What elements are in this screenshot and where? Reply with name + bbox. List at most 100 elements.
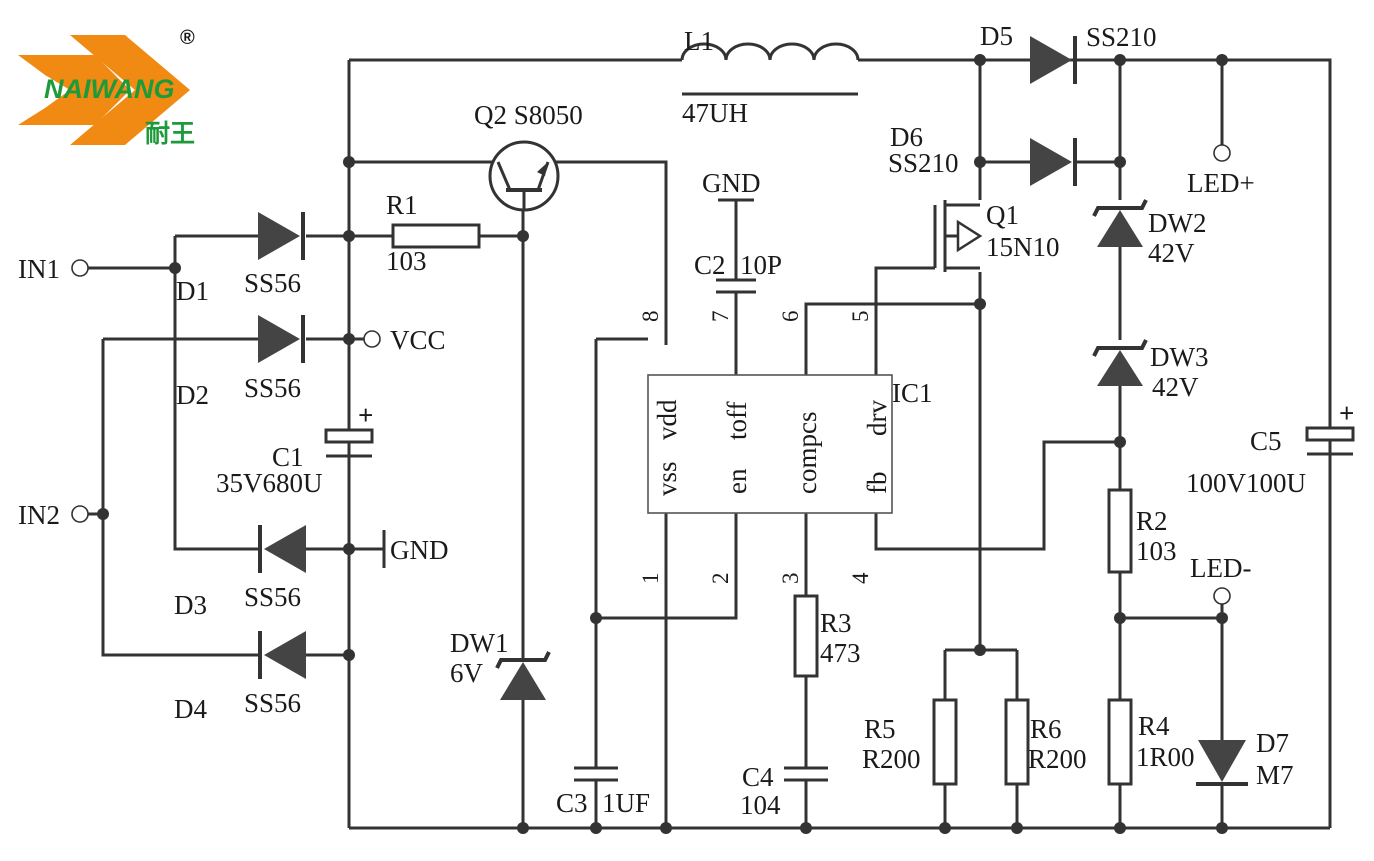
l1-ref: L1 xyxy=(684,26,714,56)
d1-value: SS56 xyxy=(244,268,301,298)
pin6-number: 6 xyxy=(778,311,803,323)
wires xyxy=(88,58,1332,830)
led-plus-terminal xyxy=(1213,144,1231,162)
capacitor-c2 xyxy=(716,278,756,294)
pin8-number: 8 xyxy=(638,311,663,323)
q1-ref: Q1 xyxy=(986,200,1019,230)
resistor-r2 xyxy=(1107,488,1133,574)
dw1-ref: DW1 xyxy=(450,628,508,658)
d1-ref: D1 xyxy=(176,276,209,306)
d5-ref: D5 xyxy=(980,21,1013,51)
r6-value: R200 xyxy=(1028,744,1087,774)
d6-ref: D6 xyxy=(890,122,923,152)
diodes: D1 SS56 D2 SS56 D3 SS56 D4 SS56 D5 SS210 xyxy=(174,21,1294,790)
r1-value: 103 xyxy=(386,246,427,276)
q2-ref: Q2 S8050 xyxy=(474,100,583,130)
terminals: IN1 IN2 VCC GND GND LED+ LED- xyxy=(18,144,1255,605)
c1-value: 35V680U xyxy=(216,468,323,498)
pin1-number: 1 xyxy=(638,573,663,585)
pin5-name: drv xyxy=(862,400,892,436)
dw3-value: 42V xyxy=(1152,372,1199,402)
diode-d7 xyxy=(1196,740,1248,786)
c4-ref: C4 xyxy=(742,762,774,792)
r3-value: 473 xyxy=(820,638,861,668)
diode-d4 xyxy=(258,631,306,679)
resistor-r5 xyxy=(932,698,958,786)
d2-ref: D2 xyxy=(176,380,209,410)
r2-ref: R2 xyxy=(1136,506,1168,536)
mosfet-q1: Q1 15N10 xyxy=(933,200,1060,272)
in1-label: IN1 xyxy=(18,254,60,284)
pin5-number: 5 xyxy=(848,311,873,323)
c3-value: 1UF xyxy=(602,788,650,818)
logo-arrow-lower xyxy=(18,90,130,125)
d7-ref: D7 xyxy=(1256,728,1289,758)
pin4-name: fb xyxy=(862,472,892,495)
in1-terminal xyxy=(71,259,89,277)
dw2-value: 42V xyxy=(1148,238,1195,268)
pin8-name: vdd xyxy=(652,399,682,440)
d4-value: SS56 xyxy=(244,688,301,718)
q1-value: 15N10 xyxy=(986,232,1060,262)
zeners: DW1 6V DW2 42V DW3 42V xyxy=(450,199,1208,700)
resistor-r6 xyxy=(1004,698,1030,786)
zener-dw3 xyxy=(1092,339,1148,386)
r6-ref: R6 xyxy=(1030,714,1062,744)
c5-plus: + xyxy=(1339,398,1354,428)
c1-plus: + xyxy=(358,400,373,430)
c3-ref: C3 xyxy=(556,788,588,818)
resistor-r1 xyxy=(391,223,481,249)
ic1-body xyxy=(647,374,893,514)
in2-terminal xyxy=(71,505,89,523)
c5-ref: C5 xyxy=(1250,426,1282,456)
pin7-name: toff xyxy=(722,401,752,440)
pin7-number: 7 xyxy=(708,311,733,323)
junctions xyxy=(97,54,1228,834)
r5-value: R200 xyxy=(862,744,921,774)
d6-value: SS210 xyxy=(888,148,959,178)
diode-d3 xyxy=(258,525,306,573)
r4-ref: R4 xyxy=(1138,711,1170,741)
logo-registered-mark: ® xyxy=(180,27,195,49)
l1-value: 47UH xyxy=(682,98,748,128)
d7-value: M7 xyxy=(1256,760,1294,790)
pin1-name: vss xyxy=(652,461,682,496)
pin3-name: comp xyxy=(792,434,822,494)
dw2-ref: DW2 xyxy=(1148,208,1206,238)
pin2-number: 2 xyxy=(708,573,733,585)
logo-arrow-right-upper xyxy=(70,35,190,90)
capacitor-c4 xyxy=(784,766,828,782)
r4-value: 1R00 xyxy=(1136,742,1195,772)
capacitor-c1: + xyxy=(324,400,374,458)
dw1-value: 6V xyxy=(450,658,484,688)
diode-d1 xyxy=(258,212,305,260)
logo-brand-text: NAIWANG xyxy=(44,74,175,104)
c5-value: 100V100U xyxy=(1186,468,1306,498)
r2-value: 103 xyxy=(1136,536,1177,566)
diode-d6 xyxy=(1030,138,1077,186)
led-plus-label: LED+ xyxy=(1187,168,1255,198)
naiwang-logo: NAIWANG 耐王 ® xyxy=(18,27,195,148)
pin6-name: cs xyxy=(792,412,822,435)
ic1-ref: IC1 xyxy=(892,378,933,408)
logo-arrow-upper xyxy=(18,55,130,90)
d3-ref: D3 xyxy=(174,590,207,620)
c2-ref: C2 xyxy=(694,250,726,280)
d4-ref: D4 xyxy=(174,694,207,724)
c2-value: 10P xyxy=(740,250,782,280)
c4-value: 104 xyxy=(740,790,781,820)
resistor-r3 xyxy=(793,594,819,678)
ic1: IC1 8 7 6 5 1 2 3 4 vdd toff cs drv vss … xyxy=(638,311,933,585)
c1-ref: C1 xyxy=(272,442,304,472)
led-minus-label: LED- xyxy=(1190,553,1251,583)
pin3-number: 3 xyxy=(778,573,803,585)
in2-label: IN2 xyxy=(18,500,60,530)
gnd-left-label: GND xyxy=(390,535,449,565)
transistor-q2: Q2 S8050 xyxy=(474,100,583,212)
pin2-name: en xyxy=(722,468,752,494)
pin4-number: 4 xyxy=(848,572,873,584)
gnd-top-label: GND xyxy=(702,168,761,198)
r3-ref: R3 xyxy=(820,608,852,638)
d2-value: SS56 xyxy=(244,373,301,403)
logo-chinese-text: 耐王 xyxy=(145,120,195,148)
